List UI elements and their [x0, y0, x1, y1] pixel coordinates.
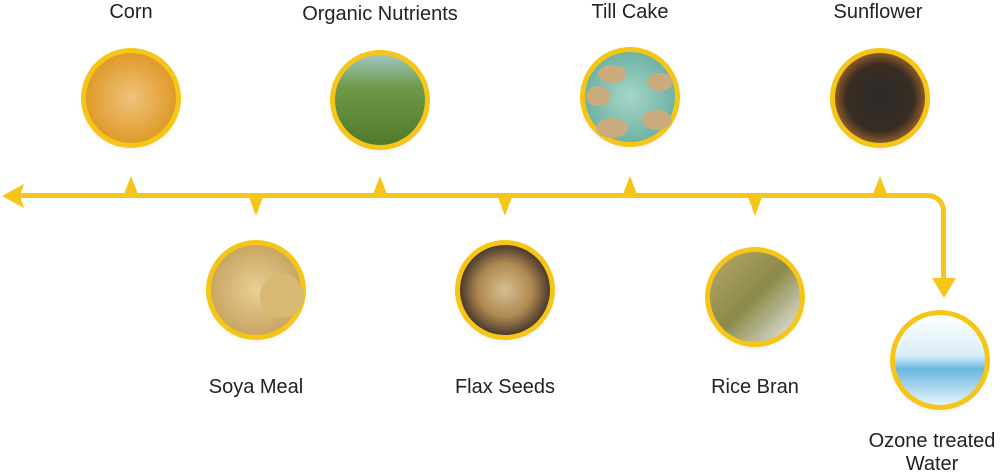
circle-organic-nutrients	[326, 50, 434, 159]
label-rice-bran: Rice Bran	[711, 376, 799, 398]
circle-sunflower	[826, 48, 934, 157]
circle-ozone-water	[886, 310, 994, 419]
circle-till-cake	[576, 47, 684, 156]
timeline-line	[2, 176, 956, 298]
circle-corn	[77, 48, 185, 157]
arrow-left-icon	[2, 184, 24, 208]
label-till-cake: Till Cake	[591, 1, 669, 23]
circle-flax-seeds	[451, 240, 559, 349]
label-soya-meal: Soya Meal	[208, 376, 304, 398]
label-ozone-water: Ozone treated Water	[868, 430, 996, 475]
circle-soya-meal	[202, 240, 310, 349]
label-flax-seeds: Flax Seeds	[454, 376, 556, 398]
label-organic-nutrients: Organic Nutrients	[302, 3, 458, 25]
circle-rice-bran	[701, 247, 809, 356]
label-corn: Corn	[109, 1, 153, 23]
arrow-down-icon	[932, 278, 956, 298]
label-sunflower: Sunflower	[833, 1, 923, 23]
